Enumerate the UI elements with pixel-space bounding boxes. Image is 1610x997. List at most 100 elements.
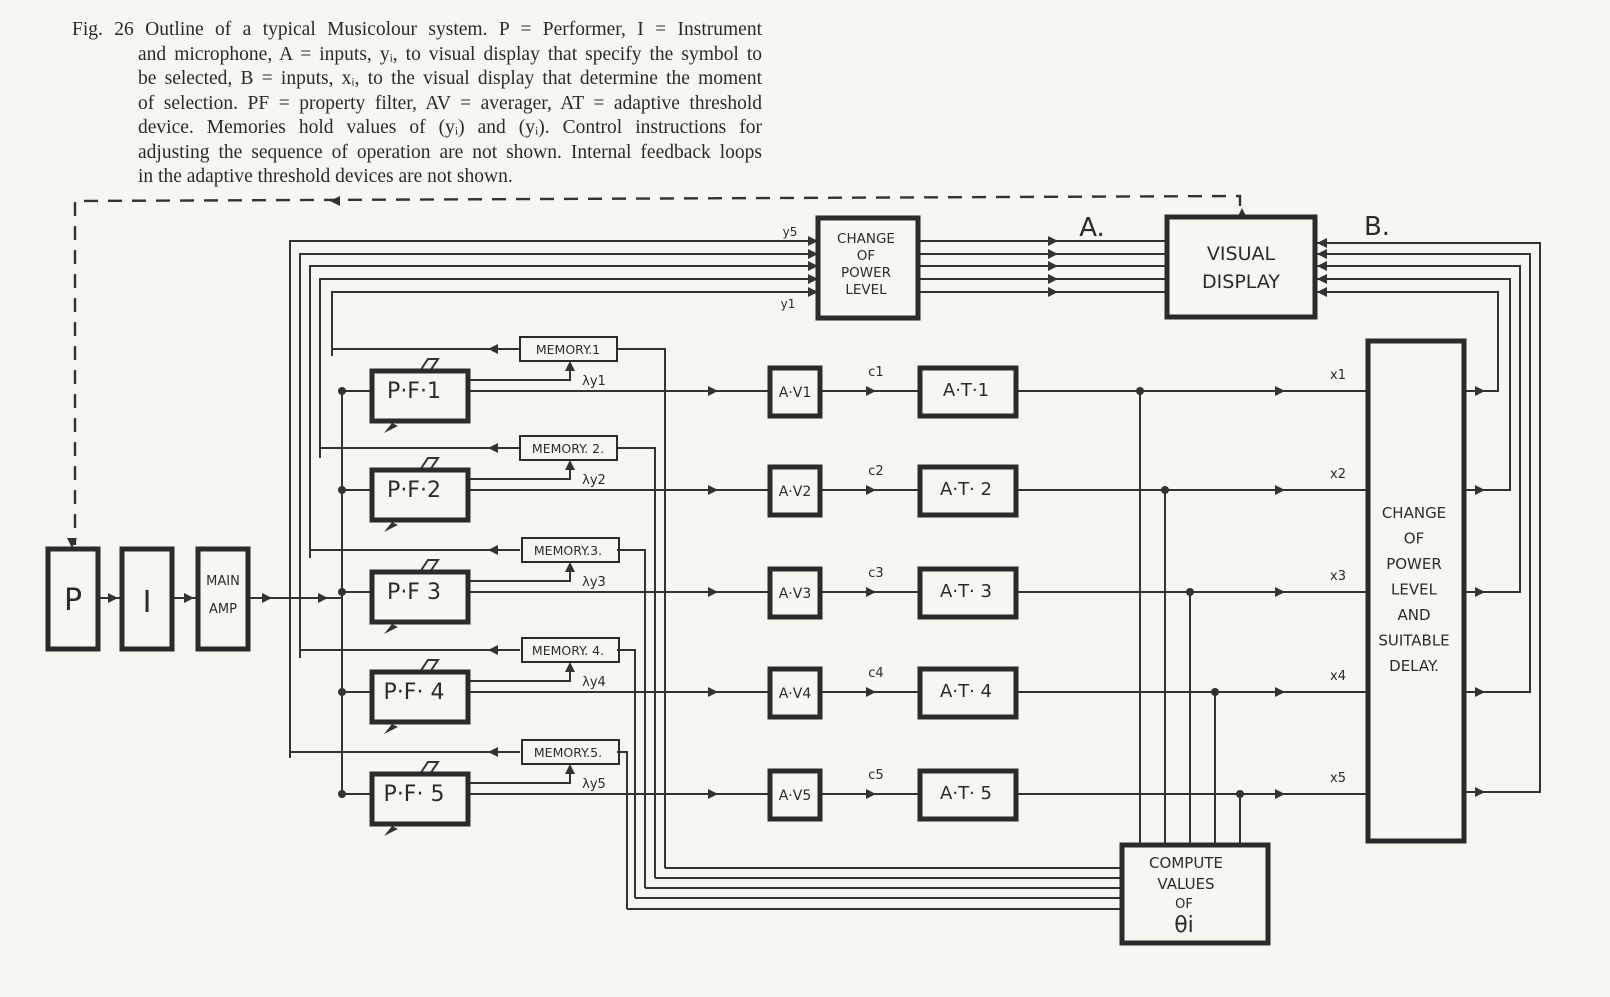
arrow-left-icon: [488, 645, 498, 655]
arrow-right-icon: [808, 287, 818, 297]
visual-display-block: [1164, 214, 1318, 320]
caption-line: in the adaptive threshold devices are no…: [138, 166, 513, 187]
averager-block: [767, 464, 823, 518]
main-amp-block: [195, 546, 251, 652]
lambda-y-label: λy5: [582, 777, 606, 792]
c-label: c5: [868, 768, 883, 783]
arrow-right-icon: [1275, 587, 1285, 597]
averager-label: A·V2: [779, 484, 812, 500]
adaptive-threshold-label: A·T· 4: [940, 681, 992, 702]
arrow-right-icon: [1048, 236, 1058, 246]
memory-label: MEMORY.1: [536, 342, 600, 357]
lambda-y-label: λy3: [582, 575, 606, 590]
c-label: c2: [868, 464, 883, 479]
output-arrow-icon: [384, 724, 398, 734]
adaptive-threshold-block: [917, 666, 1019, 720]
x-label: x2: [1330, 467, 1346, 482]
wire: [617, 447, 656, 878]
arrow-left-icon: [1317, 238, 1327, 248]
memory-label: MEMORY.5.: [534, 745, 602, 760]
arrow-up-icon: [565, 460, 575, 470]
output-arrow-icon: [384, 624, 398, 634]
property-filter-label: P·F· 5: [384, 782, 445, 807]
instrument-block: [119, 546, 175, 652]
output-arrow-icon: [384, 522, 398, 532]
memory-block: [519, 435, 618, 461]
adaptive-threshold-label: A·T· 5: [940, 783, 992, 804]
arrow-up-icon: [565, 662, 575, 672]
wire: [319, 278, 818, 458]
instrument-label: I: [143, 585, 152, 620]
lambda-y-label: λy2: [582, 473, 606, 488]
change-power-level-label: POWER: [841, 265, 891, 281]
adaptive-threshold-label: A·T·1: [943, 380, 989, 401]
x-label: x4: [1330, 669, 1346, 684]
averager-block: [767, 768, 823, 822]
junction-dot: [338, 387, 346, 395]
averager-block: [767, 566, 823, 620]
memory-block: [521, 739, 620, 765]
change-power-level-block: [815, 215, 921, 321]
arrow-up-icon: [565, 361, 575, 371]
averager-block: [767, 365, 823, 419]
arrow-right-icon: [708, 687, 718, 697]
blocks: [45, 214, 1467, 946]
property-filter-block: [369, 569, 471, 625]
y1-label: y1: [781, 297, 796, 311]
change-power-delay-label: POWER: [1386, 555, 1442, 573]
averager-label: A·V5: [779, 788, 812, 804]
adaptive-threshold-block: [917, 365, 1019, 419]
visual-display-label: VISUAL: [1207, 243, 1276, 265]
compute-label: θi: [1174, 913, 1194, 938]
output-arrow-icon: [384, 826, 398, 836]
wire: [617, 348, 666, 868]
arrow-right-icon: [1275, 386, 1285, 396]
x-label: x1: [1330, 368, 1346, 383]
c-label: c3: [868, 566, 883, 581]
arrow-left-icon: [488, 747, 498, 757]
arrow-right-icon: [1048, 274, 1058, 284]
main-amp-label: MAIN: [206, 574, 240, 589]
property-filter-label: P·F· 4: [384, 680, 445, 705]
junction-dot: [338, 790, 346, 798]
arrow-right-icon: [866, 386, 876, 396]
wire: [1315, 265, 1521, 593]
memory-block: [519, 336, 618, 362]
wire: [468, 462, 571, 480]
x-label: x3: [1330, 569, 1346, 584]
arrow-left-icon: [1317, 274, 1327, 284]
adaptive-threshold-block: [917, 566, 1019, 620]
memory-label: MEMORY. 2.: [532, 441, 604, 456]
arrow-right-icon: [1475, 587, 1485, 597]
wire: [289, 240, 818, 758]
arrow-right-icon: [1048, 261, 1058, 271]
arrow-right-icon: [1475, 687, 1485, 697]
wire: [299, 253, 818, 658]
property-filter-label: P·F·1: [387, 379, 441, 404]
junction-dot: [338, 688, 346, 696]
lambda-y-label: λy4: [582, 675, 606, 690]
change-power-level-label: OF: [857, 248, 875, 264]
caption-line: of selection. PF = property filter, AV =…: [138, 92, 762, 114]
memory-block: [521, 537, 620, 563]
arrow-right-icon: [1275, 687, 1285, 697]
c-label: c4: [868, 666, 883, 681]
arrow-up-icon: [565, 562, 575, 572]
change-power-delay-label: LEVEL: [1391, 581, 1438, 599]
arrow-left-icon: [1317, 287, 1327, 297]
wire: [468, 766, 571, 784]
arrow-right-icon: [866, 587, 876, 597]
wire: [617, 751, 628, 909]
arrow-left-icon: [1317, 261, 1327, 271]
compute-label: VALUES: [1157, 875, 1214, 893]
change-power-delay-label: OF: [1404, 530, 1424, 548]
wire: [468, 664, 571, 682]
caption-line: adjusting the sequence of operation are …: [138, 141, 762, 163]
feedback-dashed-line: [73, 194, 1242, 545]
main-amp-label: AMP: [209, 602, 237, 617]
arrow-right-icon: [866, 789, 876, 799]
feedback-arrow-icon: [330, 196, 340, 206]
change-power-level-label: LEVEL: [845, 282, 887, 298]
memory-label: MEMORY. 4.: [532, 643, 604, 658]
